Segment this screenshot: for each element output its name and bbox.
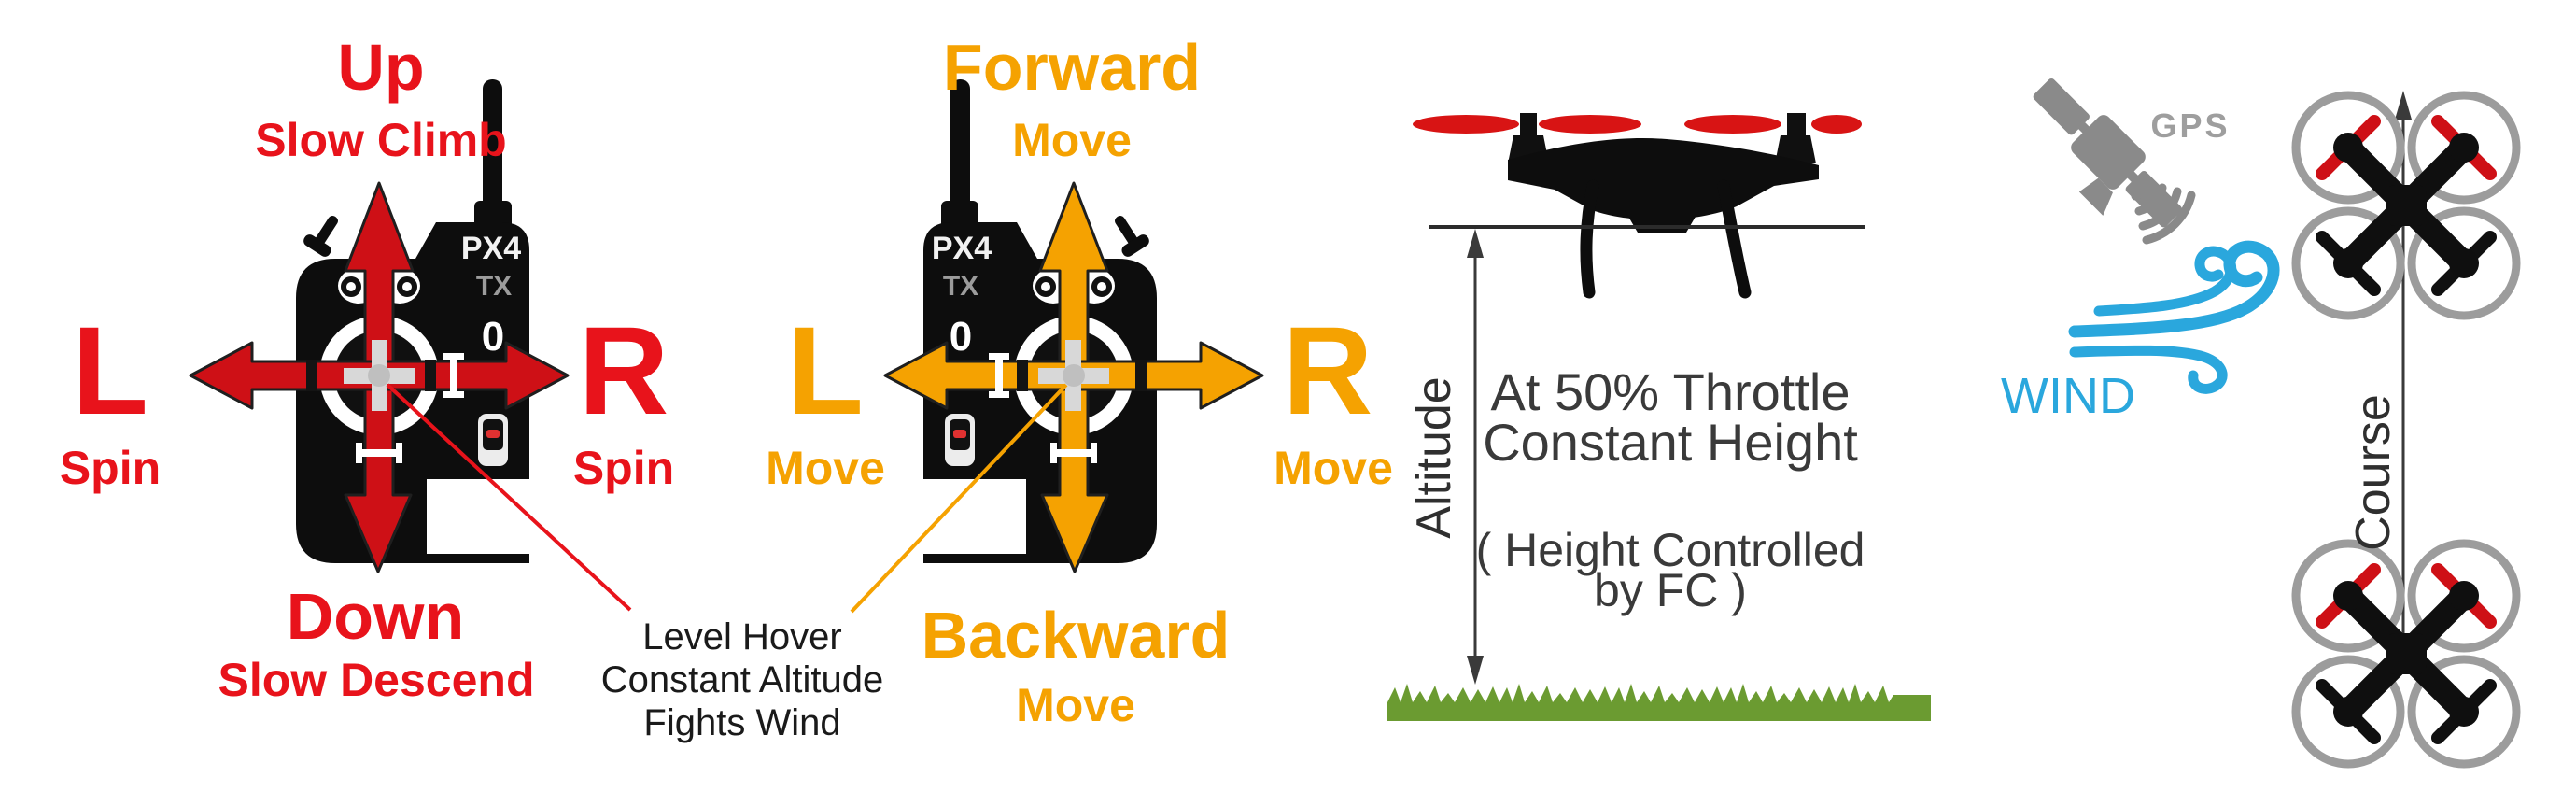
by-fc-text: by FC ) [1594, 564, 1747, 616]
right-spin-letter: R [578, 302, 669, 441]
forward-move-label: Move [1012, 114, 1132, 166]
backward-arrow-icon [1040, 374, 1109, 573]
up-arrow-icon [344, 181, 415, 377]
prop-guard-icon [2291, 655, 2405, 769]
tx-label: TX [475, 271, 513, 302]
up-label: Up [337, 31, 425, 104]
callout-text-line2: Constant Altitude [600, 659, 884, 700]
left-move-letter: L [787, 302, 864, 441]
callout-line-orange [850, 383, 1068, 614]
forward-arrow-icon [1038, 181, 1109, 377]
left-spin-letter: L [72, 302, 148, 441]
knob-label: 0 [481, 314, 505, 360]
right-arrow-icon [883, 341, 1076, 410]
height-controlled-text: ( Height Controlled [1475, 524, 1865, 576]
quadcopter-top-icon [2291, 91, 2521, 320]
power-switch-icon [478, 414, 508, 466]
trainer-switch-icon [303, 216, 338, 257]
left-arrow-icon [1072, 341, 1264, 410]
gps-satellite-icon [2033, 78, 2196, 245]
callout-line-red [386, 383, 632, 612]
prop-guard-icon [2407, 206, 2521, 320]
propeller-icon [1413, 115, 1519, 134]
grass-icon [1387, 684, 1931, 721]
right-spin-label: Spin [572, 442, 675, 494]
backward-move-label: Move [1016, 679, 1135, 731]
down-arrow-icon [344, 374, 413, 573]
knob-label: 0 [949, 314, 973, 360]
propeller-icon [1684, 115, 1781, 134]
altitude-axis-label: Altitude [1407, 376, 1461, 539]
wind-icon [2068, 240, 2280, 394]
drone-side-icon [1413, 113, 1862, 299]
tx-label: TX [942, 271, 979, 302]
throttle-text: At 50% Throttle [1490, 362, 1851, 421]
antenna-icon [950, 79, 970, 219]
landing-leg-icon [1717, 179, 1752, 299]
prop-guard-icon [2291, 91, 2405, 205]
right-move-label: Move [1274, 442, 1393, 494]
prop-guard-icon [2407, 655, 2521, 769]
altitude-arrow-icon [1467, 229, 1484, 685]
stick-center [368, 364, 390, 387]
right-move-letter: R [1282, 302, 1373, 441]
prop-guard-icon [2407, 539, 2521, 653]
wind-label: WIND [2001, 368, 2135, 424]
propeller-icon [1811, 115, 1862, 134]
constant-height-text: Constant Height [1483, 413, 1858, 472]
course-label: Course [2346, 394, 2400, 551]
left-spin-label: Spin [59, 442, 162, 494]
propeller-icon [1539, 115, 1641, 134]
gps-label: GPS [2150, 106, 2231, 145]
callout-text-line3: Fights Wind [643, 702, 841, 743]
stick-center [1063, 364, 1085, 387]
callout-text-line1: Level Hover [642, 616, 842, 658]
brand-label: PX4 [931, 231, 992, 266]
prop-guard-icon [2291, 539, 2405, 653]
landing-leg-icon [1580, 179, 1599, 299]
backward-label: Backward [921, 599, 1231, 672]
prop-guard-icon [2407, 91, 2521, 205]
brand-label: PX4 [460, 231, 522, 266]
antenna-icon [483, 79, 502, 219]
left-move-label: Move [766, 442, 885, 494]
forward-label: Forward [942, 31, 1202, 104]
slow-descend-label: Slow Descend [218, 654, 535, 706]
prop-guard-icon [2291, 206, 2405, 320]
power-switch-icon [945, 414, 975, 466]
down-label: Down [286, 580, 465, 653]
left-arrow-icon [189, 341, 381, 410]
transmitter-pitch-roll-icon [883, 79, 1264, 573]
trainer-switch-icon [1115, 216, 1149, 257]
quadcopter-top-icon [2291, 539, 2521, 769]
slow-climb-label: Slow Climb [255, 114, 507, 166]
right-arrow-icon [377, 341, 570, 410]
